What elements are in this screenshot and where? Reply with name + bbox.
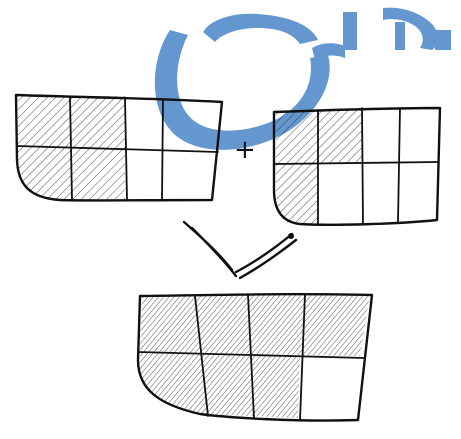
result-grid-shaded-top	[140, 294, 370, 356]
right-grid-col-divider-2	[362, 108, 363, 224]
result-grid-figure	[138, 294, 372, 421]
arrow-tail-dot	[288, 233, 294, 239]
result-grid-shaded-bottom	[140, 352, 300, 418]
right-grid-figure	[274, 108, 440, 225]
plus-operator: +	[234, 135, 256, 165]
right-grid-col-divider-3	[398, 108, 400, 222]
arrow-down-left	[236, 234, 296, 278]
left-grid-col-divider-2	[125, 98, 127, 200]
left-grid-figure	[16, 95, 222, 200]
right-grid-shaded-top	[276, 108, 362, 163]
arrow-down-right	[184, 222, 236, 276]
converging-arrows	[184, 222, 296, 278]
left-grid-col-divider-3	[162, 100, 163, 200]
